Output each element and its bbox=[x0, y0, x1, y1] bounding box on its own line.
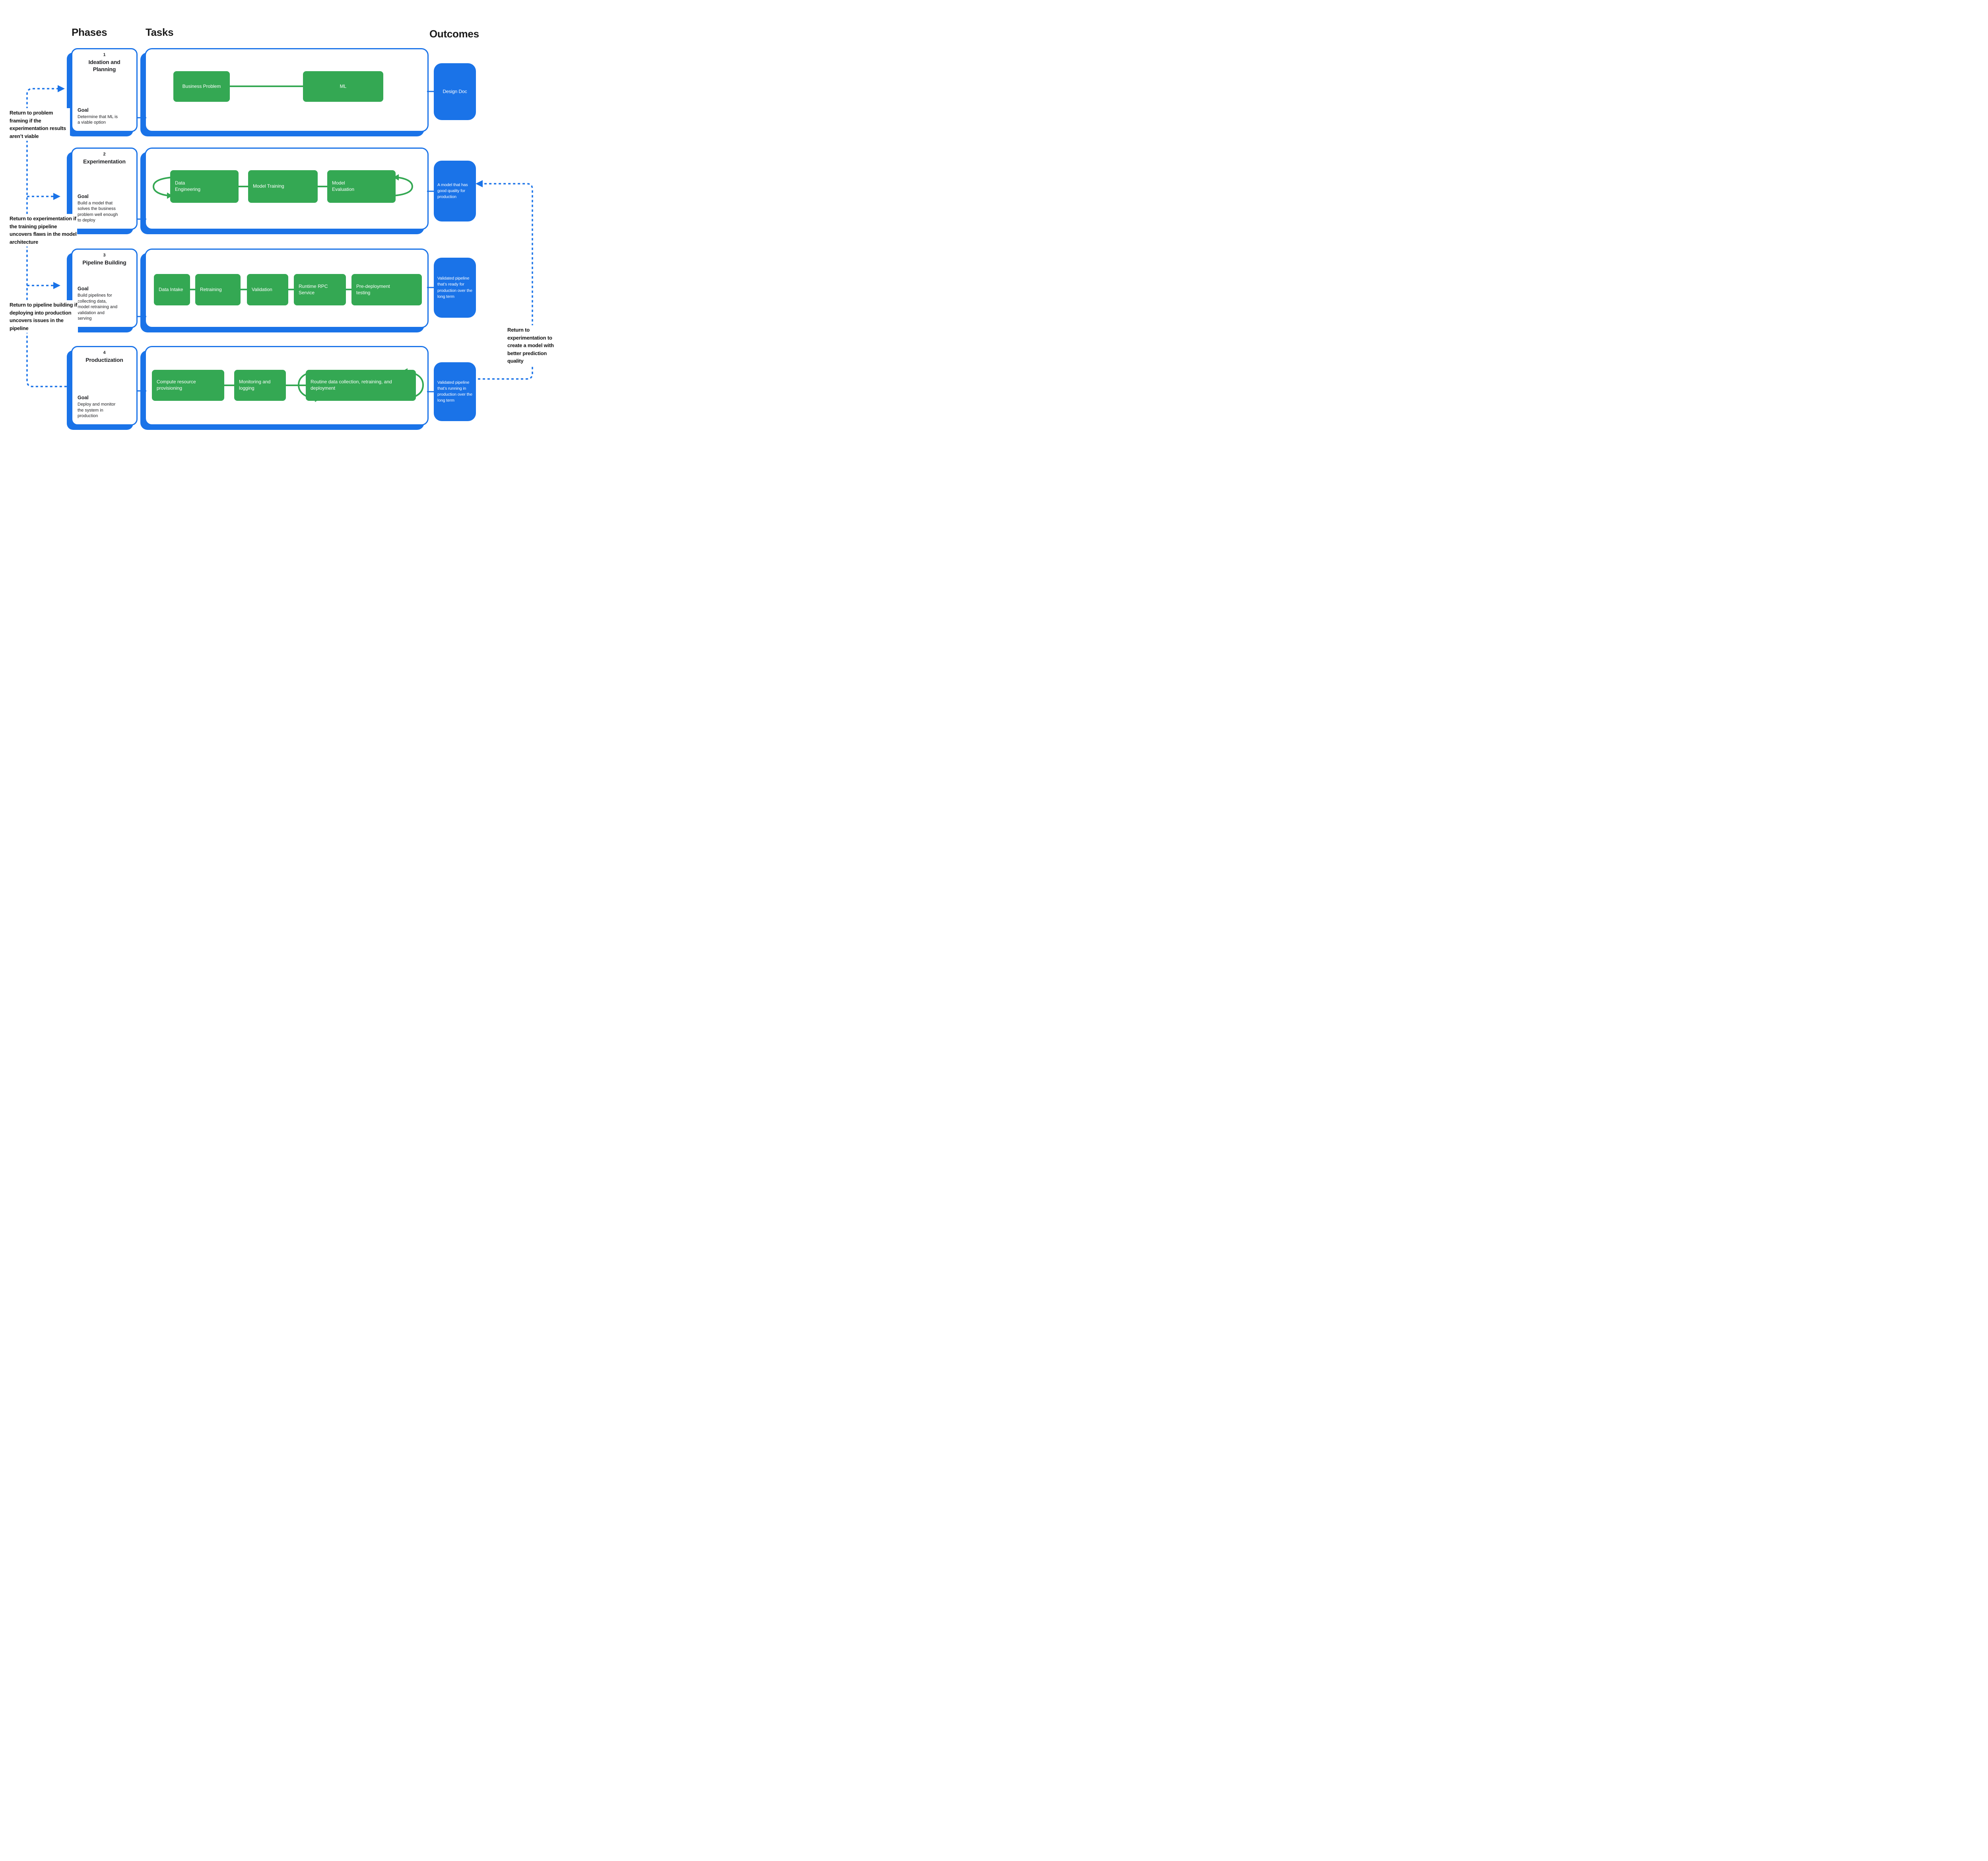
phase-card-productization: 4 Productization Goal Deploy and monitor… bbox=[71, 346, 138, 425]
task-data-intake: Data Intake bbox=[154, 274, 190, 305]
task-data-engineering: Data Engineering bbox=[170, 170, 239, 203]
task-compute-resource-provisioning: Compute resource provisioning bbox=[152, 370, 224, 401]
task-business-problem: Business Problem bbox=[173, 71, 230, 102]
task-retraining: Retraining bbox=[195, 274, 241, 305]
task-pre-deployment-testing: Pre-deployment testing bbox=[351, 274, 422, 305]
mlops-workflow-diagram: Phases Tasks Outcomes 1 Ideation and Pla… bbox=[0, 0, 564, 465]
phase-card-pipeline-building: 3 Pipeline Building Goal Build pipelines… bbox=[71, 249, 138, 328]
goal-label: Goal bbox=[78, 193, 89, 199]
task-runtime-rpc-service: Runtime RPC Service bbox=[294, 274, 346, 305]
column-header-phases: Phases bbox=[72, 26, 107, 38]
note-return-problem-framing: Return to problem framing if the experim… bbox=[10, 108, 70, 141]
goal-text: Build a model that solves the business p… bbox=[78, 200, 118, 223]
dashed-arrowhead-icon bbox=[476, 180, 483, 187]
task-routine-data-collection: Routine data collection, retraining, and… bbox=[306, 370, 416, 401]
phase-number: 1 bbox=[103, 52, 106, 57]
note-return-experimentation-quality: Return to experimentation to create a mo… bbox=[507, 325, 560, 366]
phase-goal: Goal Build a model that solves the busin… bbox=[78, 194, 131, 223]
column-header-outcomes: Outcomes bbox=[429, 28, 479, 40]
note-return-pipeline-building: Return to pipeline building if deploying… bbox=[10, 300, 78, 333]
note-return-experimentation: Return to experimentation if the trainin… bbox=[10, 214, 77, 247]
task-ml: ML bbox=[303, 71, 383, 102]
outcome-validated-pipeline-ready: Validated pipeline that’s ready for prod… bbox=[434, 258, 476, 318]
dashed-arrowhead-icon bbox=[58, 85, 65, 92]
goal-text: Deploy and monitor the system in product… bbox=[78, 402, 116, 419]
task-model-training: Model Training bbox=[248, 170, 318, 203]
goal-text: Build pipelines for collecting data, mod… bbox=[78, 293, 118, 321]
phase-title: Pipeline Building bbox=[82, 259, 126, 266]
outcome-quality-model: A model that has good quality for produc… bbox=[434, 161, 476, 221]
task-monitoring-logging: Monitoring and logging bbox=[234, 370, 286, 401]
task-validation: Validation bbox=[247, 274, 288, 305]
phase-goal: Goal Determine that ML is a viable optio… bbox=[78, 107, 131, 126]
phase-card-experimentation: 2 Experimentation Goal Build a model tha… bbox=[71, 148, 138, 230]
goal-text: Determine that ML is a viable option bbox=[78, 114, 118, 125]
phase-number: 3 bbox=[103, 253, 106, 258]
phase-title: Experimentation bbox=[83, 158, 126, 165]
phase-title: Ideation and Planning bbox=[88, 59, 120, 72]
phase-card-ideation-planning: 1 Ideation and Planning Goal Determine t… bbox=[71, 48, 138, 132]
dashed-arrowhead-icon bbox=[53, 193, 60, 200]
phase-goal: Goal Deploy and monitor the system in pr… bbox=[78, 395, 131, 419]
task-model-evaluation: Model Evaluation bbox=[327, 170, 396, 203]
column-header-tasks: Tasks bbox=[146, 26, 174, 38]
outcome-validated-pipeline-running: Validated pipeline that’s running in pro… bbox=[434, 362, 476, 421]
phase-number: 2 bbox=[103, 152, 106, 157]
outcome-design-doc: Design Doc bbox=[434, 63, 476, 120]
dashed-arrowhead-icon bbox=[53, 282, 60, 289]
goal-label: Goal bbox=[78, 107, 89, 113]
goal-label: Goal bbox=[78, 286, 89, 292]
goal-label: Goal bbox=[78, 395, 89, 401]
phase-title: Productization bbox=[85, 357, 123, 363]
phase-number: 4 bbox=[103, 350, 106, 355]
phase-goal: Goal Build pipelines for collecting data… bbox=[78, 286, 131, 322]
